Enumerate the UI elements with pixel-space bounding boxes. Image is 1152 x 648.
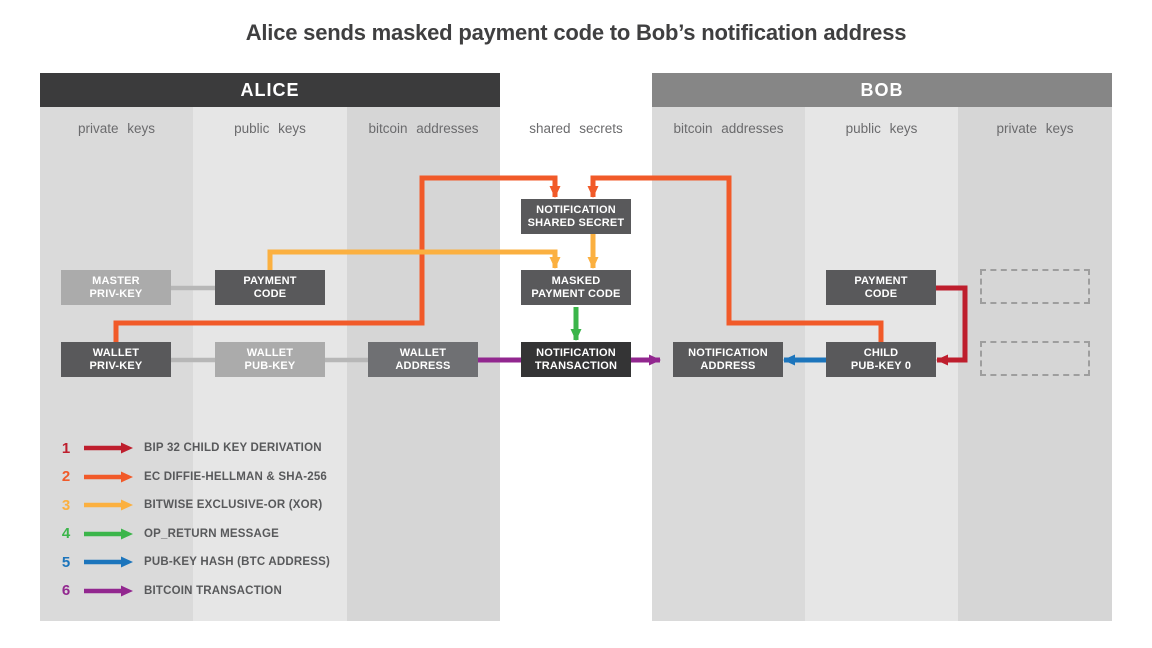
box-bob-private-key-placeholder-1 [980, 269, 1090, 304]
box-notification-address: NOTIFICATION ADDRESS [673, 342, 783, 377]
legend: 1 BIP 32 CHILD KEY DERIVATION 2 EC DIFFI… [56, 438, 330, 610]
box-masked-payment-code: MASKED PAYMENT CODE [521, 270, 631, 305]
legend-label: EC DIFFIE-HELLMAN & SHA-256 [144, 470, 328, 483]
bob-private-keys-column [958, 107, 1112, 621]
legend-item-op-return: 4 OP_RETURN MESSAGE [56, 524, 330, 544]
legend-label: BITCOIN TRANSACTION [144, 584, 282, 597]
box-label: PRIV-KEY [89, 359, 143, 372]
legend-item-ecdh: 2 EC DIFFIE-HELLMAN & SHA-256 [56, 467, 330, 487]
bob-public-keys-label: public keys [845, 120, 918, 136]
box-child-pub-key-0: CHILD PUB-KEY 0 [826, 342, 936, 377]
alice-addresses-label: bitcoin addresses [368, 120, 479, 136]
box-label: MASTER [92, 275, 140, 287]
box-notification-shared-secret: NOTIFICATION SHARED SECRET [521, 199, 631, 234]
shared-secrets-label: shared secrets [529, 120, 623, 136]
legend-arrow-icon [84, 585, 133, 597]
box-label: CHILD [863, 347, 899, 359]
legend-label: OP_RETURN MESSAGE [144, 527, 280, 540]
legend-arrow-icon [84, 471, 133, 483]
box-label: MASKED [551, 275, 601, 287]
alice-header-bar: ALICE [40, 73, 500, 107]
box-label: PAYMENT [243, 275, 297, 287]
legend-number: 1 [61, 439, 71, 457]
box-label: NOTIFICATION [536, 347, 616, 359]
legend-number: 2 [61, 468, 71, 486]
legend-arrow-icon [84, 499, 133, 511]
box-wallet-address: WALLET ADDRESS [368, 342, 478, 377]
box-master-priv-key: MASTER PRIV-KEY [61, 270, 171, 305]
alice-private-keys-label: private keys [77, 120, 156, 136]
box-label: NOTIFICATION [536, 204, 616, 216]
bob-addresses-label: bitcoin addresses [673, 120, 784, 136]
box-label: PUB-KEY [244, 359, 296, 372]
box-label: TRANSACTION [534, 359, 618, 372]
legend-label: PUB-KEY HASH (BTC ADDRESS) [144, 556, 331, 569]
diagram-title: Alice sends masked payment code to Bob’s… [245, 20, 907, 45]
legend-item-xor: 3 BITWISE EXCLUSIVE-OR (XOR) [56, 495, 330, 515]
legend-arrow-icon [84, 528, 133, 540]
legend-label: BITWISE EXCLUSIVE-OR (XOR) [144, 499, 323, 512]
box-label: SHARED SECRET [527, 216, 625, 229]
box-label: PRIV-KEY [89, 287, 143, 300]
box-label: WALLET [246, 347, 294, 359]
box-label: PAYMENT [854, 275, 908, 287]
legend-arrow-icon [84, 556, 133, 568]
legend-number: 4 [61, 525, 71, 543]
bob-header-bar: BOB [652, 73, 1112, 107]
alice-public-keys-label: public keys [234, 120, 306, 136]
box-bob-private-key-placeholder-2 [980, 341, 1090, 376]
box-label: PUB-KEY 0 [850, 359, 912, 372]
box-label: NOTIFICATION [688, 347, 768, 359]
box-label: CODE [864, 287, 898, 300]
box-label: ADDRESS [395, 359, 451, 372]
legend-item-bitcoin-transaction: 6 BITCOIN TRANSACTION [56, 581, 330, 601]
box-label: PAYMENT CODE [531, 287, 621, 300]
legend-number: 3 [61, 496, 71, 514]
box-notification-transaction: NOTIFICATION TRANSACTION [521, 342, 631, 377]
legend-item-pubkey-hash: 5 PUB-KEY HASH (BTC ADDRESS) [56, 552, 330, 572]
box-label: ADDRESS [700, 359, 756, 372]
bob-private-keys-label: private keys [996, 120, 1074, 136]
box-label: WALLET [399, 347, 447, 359]
box-label: CODE [253, 287, 287, 300]
legend-arrow-icon [84, 442, 133, 454]
box-payment-code-bob: PAYMENT CODE [826, 270, 936, 305]
box-wallet-priv-key: WALLET PRIV-KEY [61, 342, 171, 377]
box-label: WALLET [92, 347, 140, 359]
box-payment-code-alice: PAYMENT CODE [215, 270, 325, 305]
legend-number: 6 [61, 582, 71, 600]
legend-label: BIP 32 CHILD KEY DERIVATION [144, 442, 322, 454]
legend-item-bip32: 1 BIP 32 CHILD KEY DERIVATION [56, 438, 330, 458]
box-wallet-pub-key: WALLET PUB-KEY [215, 342, 325, 377]
legend-number: 5 [61, 553, 71, 571]
